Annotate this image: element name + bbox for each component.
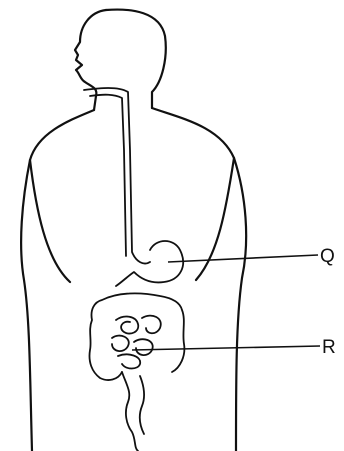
torso-right-outline xyxy=(152,108,246,451)
oesophagus-inner xyxy=(90,95,126,256)
right-arm-outline xyxy=(196,158,234,280)
left-arm-outline xyxy=(30,160,70,282)
small-intestine xyxy=(112,316,161,369)
rectum xyxy=(122,372,144,451)
oesophagus xyxy=(84,88,150,264)
label-q: Q xyxy=(320,246,335,267)
leader-line-r xyxy=(132,346,320,350)
head-back-outline xyxy=(106,10,166,108)
leader-line-q xyxy=(168,255,318,262)
label-r: R xyxy=(322,337,336,358)
torso-left-outline xyxy=(21,110,94,451)
